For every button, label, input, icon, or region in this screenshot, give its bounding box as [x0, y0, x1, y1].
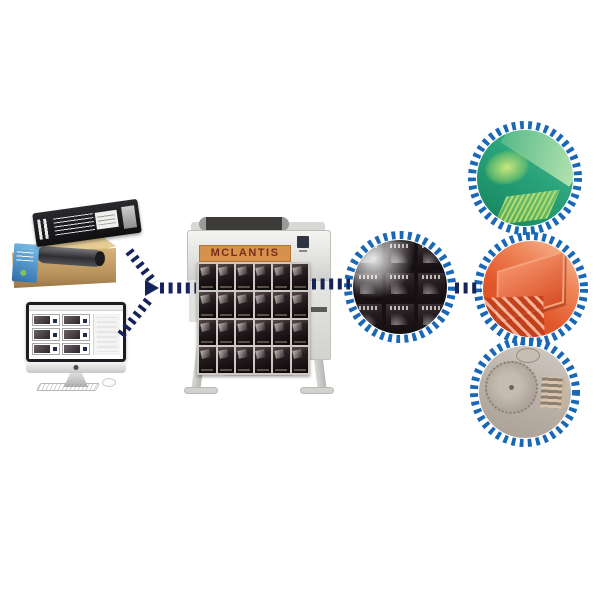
film-frame — [386, 273, 414, 301]
preview-thumbnail — [32, 314, 60, 327]
film-frame — [254, 291, 271, 318]
printer-control-panel — [297, 236, 309, 252]
film-frame — [273, 264, 290, 290]
film-frame — [355, 273, 383, 301]
flexo-plate-photo — [483, 241, 579, 337]
film-box-label — [11, 243, 40, 283]
emulsion-highlight — [481, 145, 533, 189]
film-closeup-photo — [353, 240, 447, 334]
film-frame — [386, 242, 414, 270]
cartridge-spec-box — [94, 209, 119, 230]
film-frame — [273, 347, 290, 373]
imac-chin — [26, 362, 126, 373]
film-frame — [199, 347, 216, 373]
film-frame — [291, 319, 308, 346]
film-frame — [254, 319, 271, 346]
film-frame — [273, 319, 290, 346]
film-frame — [273, 291, 290, 318]
film-frame — [291, 347, 308, 373]
imac-screen — [26, 302, 126, 362]
ink-cartridge — [32, 198, 142, 248]
printer-left-side — [189, 280, 199, 322]
rip-software-window — [29, 305, 123, 359]
printer-foot-right — [300, 387, 334, 394]
film-frame — [199, 291, 216, 318]
preview-thumbnail — [62, 328, 90, 341]
film-frame — [199, 264, 216, 290]
printer-roll-cover — [199, 217, 289, 231]
film-frame — [254, 264, 271, 290]
film-frame — [217, 264, 234, 290]
consumables-group — [10, 198, 142, 298]
plate-ridges — [483, 295, 546, 337]
film-frame — [236, 347, 253, 373]
dashed-ring-icon — [468, 121, 582, 235]
etched-comb — [539, 376, 566, 410]
dashed-ring-icon — [470, 337, 580, 447]
screen-printing-photo — [477, 130, 573, 226]
film-output-circle — [342, 229, 458, 345]
etched-part-small — [515, 347, 540, 363]
printer-foot-left — [184, 387, 218, 394]
film-frame — [217, 347, 234, 373]
film-frame — [236, 264, 253, 290]
film-frame — [217, 319, 234, 346]
film-frame — [386, 304, 414, 332]
film-frame — [417, 273, 445, 301]
etched-disc — [484, 360, 538, 415]
flexo-plate-circle — [472, 230, 590, 348]
film-frame — [355, 304, 383, 332]
film-frame — [291, 264, 308, 290]
film-frame — [291, 291, 308, 318]
preview-thumbnail — [32, 342, 60, 355]
imac-computer — [22, 298, 132, 394]
etching-circle — [468, 335, 582, 449]
printed-film-sheet — [197, 262, 310, 375]
preview-thumbnail — [62, 342, 90, 355]
cartridge-metal-strip — [121, 205, 138, 229]
printer: MCLANTIS — [183, 216, 335, 396]
film-frame — [355, 242, 383, 270]
mouse — [102, 378, 116, 387]
arrowhead-icon — [145, 280, 159, 296]
rip-software-sidebar — [93, 314, 120, 355]
rip-software-toolbar — [29, 305, 123, 311]
film-frame — [417, 242, 445, 270]
cartridge-label — [53, 213, 96, 236]
film-frame — [236, 319, 253, 346]
printer-right-tower — [307, 280, 331, 360]
film-frame — [199, 319, 216, 346]
rip-software-previews — [32, 314, 90, 355]
printer-brand-label: MCLANTIS — [199, 245, 291, 262]
film-frame — [217, 291, 234, 318]
film-frame — [254, 347, 271, 373]
film-frame — [236, 291, 253, 318]
film-frame — [417, 304, 445, 332]
keyboard — [35, 383, 101, 391]
etched-parts-photo — [479, 346, 571, 438]
cartridge-handle — [37, 218, 51, 240]
preview-thumbnail — [62, 314, 90, 327]
apple-logo-icon — [73, 365, 79, 370]
preview-thumbnail — [32, 328, 60, 341]
screen-printing-circle — [466, 119, 584, 237]
